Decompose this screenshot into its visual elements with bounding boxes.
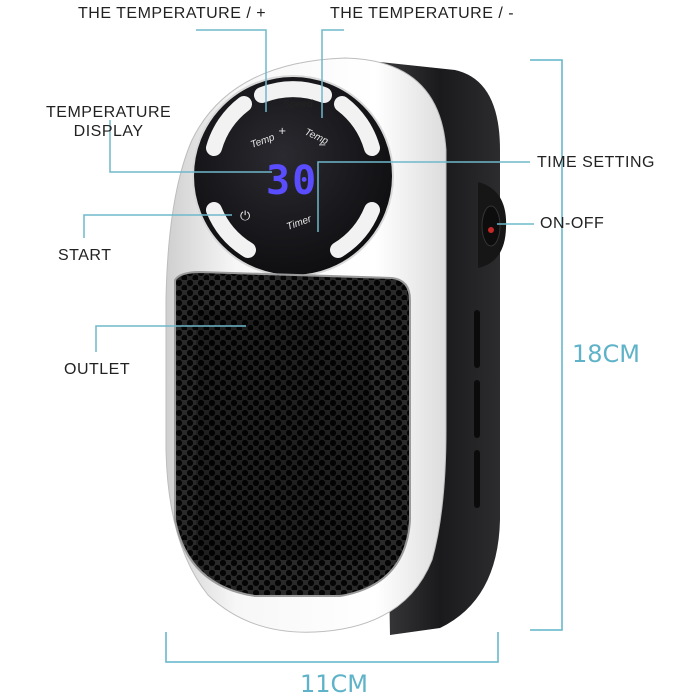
outlet-inner-shadow bbox=[196, 310, 371, 560]
on-off-switch bbox=[481, 205, 501, 247]
leader-temperature-display bbox=[109, 120, 272, 173]
leader-temp-plus bbox=[196, 29, 267, 112]
start-button bbox=[206, 202, 256, 258]
height-dimension-line bbox=[530, 59, 563, 631]
dimension-lines bbox=[165, 59, 563, 663]
side-vent bbox=[474, 310, 480, 368]
temp-plus-button bbox=[206, 96, 252, 156]
side-vent bbox=[474, 450, 480, 508]
callout-lines bbox=[83, 29, 534, 352]
speed-button bbox=[254, 81, 332, 103]
leader-time-setting bbox=[317, 161, 530, 232]
callout-start: START bbox=[58, 247, 112, 264]
width-dimension-label: 11CM bbox=[300, 670, 369, 698]
plus-sign: + bbox=[278, 126, 286, 137]
callout-on-off: ON-OFF bbox=[540, 215, 605, 232]
power-icon: ⏻ bbox=[240, 209, 250, 224]
speed-label: Speed bbox=[283, 99, 314, 110]
callout-temp-plus: THE TEMPERATURE / + bbox=[78, 5, 267, 22]
callout-time-setting: TIME SETTING bbox=[537, 154, 655, 171]
leader-start bbox=[83, 214, 232, 238]
side-vent bbox=[474, 380, 480, 438]
on-off-switch-dot bbox=[488, 227, 494, 233]
leader-outlet bbox=[95, 325, 246, 352]
width-dimension-line bbox=[165, 632, 499, 663]
temperature-display: 30 bbox=[266, 158, 318, 204]
outlet-grille bbox=[174, 270, 411, 597]
temp-minus-button bbox=[334, 96, 380, 156]
height-dimension-label: 18CM bbox=[572, 340, 641, 368]
callout-outlet: OUTLET bbox=[64, 361, 131, 378]
minus-sign: − bbox=[318, 140, 326, 151]
timer-button bbox=[330, 202, 380, 258]
callout-temperature-display: TEMPERATURE DISPLAY bbox=[46, 104, 172, 140]
callout-temp-minus: THE TEMPERATURE / - bbox=[330, 5, 515, 22]
leader-temp-minus bbox=[321, 29, 344, 118]
